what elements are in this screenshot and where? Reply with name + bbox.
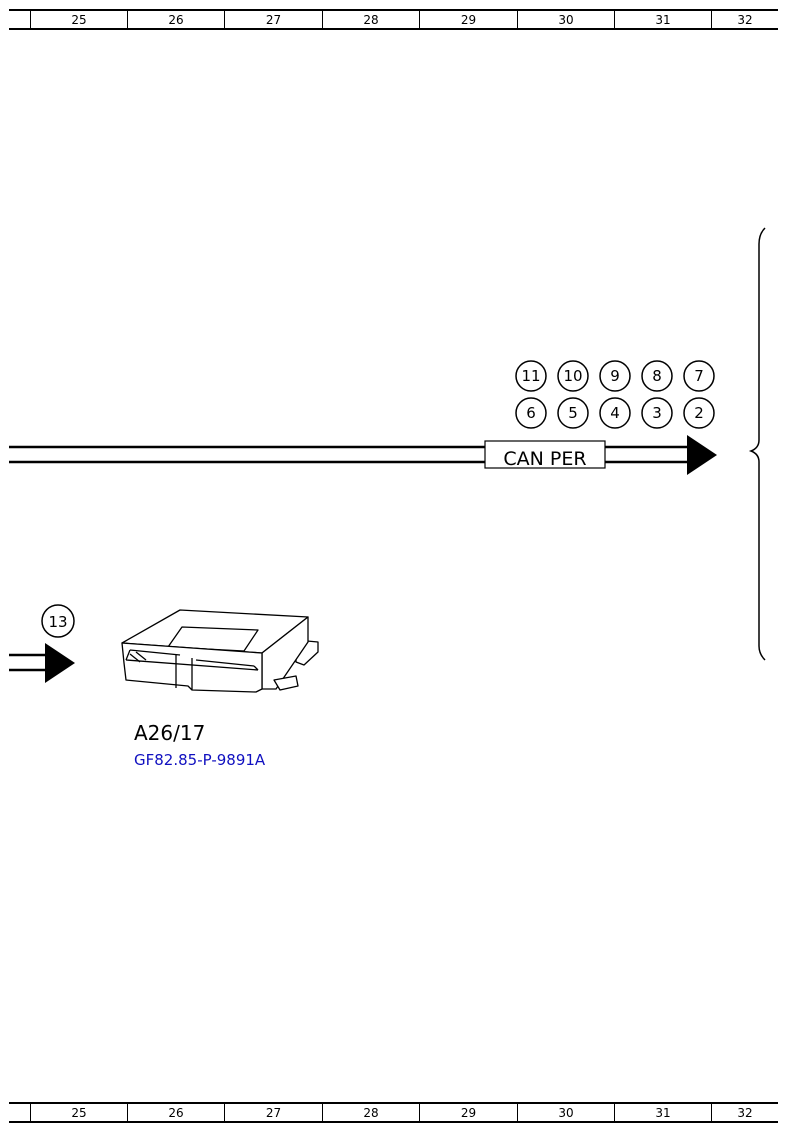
component-id-label: A26/17: [134, 721, 205, 745]
can-bus-label: CAN PER: [484, 440, 606, 470]
pin-circle: 5: [557, 397, 589, 429]
bus-arrow-icon: [687, 435, 717, 475]
ruler-cell: 29: [419, 11, 517, 28]
pin-circle: 8: [641, 360, 673, 392]
pin-number: 4: [610, 404, 620, 422]
pin-circle: 3: [641, 397, 673, 429]
pin-number: 7: [694, 367, 704, 385]
can-bus-line: [9, 435, 717, 475]
ruler-cell: 28: [322, 1104, 419, 1121]
pin-circle: 7: [683, 360, 715, 392]
ruler-cell: 27: [224, 1104, 322, 1121]
group-brace: [748, 227, 766, 661]
column-ruler-bottom: 25 26 27 28 29 30 31 32: [9, 1102, 778, 1123]
pin-number: 2: [694, 404, 704, 422]
pin-number: 9: [610, 367, 620, 385]
pin-circle: 9: [599, 360, 631, 392]
ruler-cell: 26: [127, 1104, 224, 1121]
pin-number: 3: [652, 404, 662, 422]
pin-number: 8: [652, 367, 662, 385]
pin-circle: 6: [515, 397, 547, 429]
ruler-cell: 32: [711, 11, 778, 28]
pin-circles-bottom: 6 5 4 3 2: [515, 397, 715, 429]
pin-number: 5: [568, 404, 578, 422]
pin-number: 11: [521, 367, 540, 385]
connector-arrow-icon: [45, 643, 75, 683]
ruler-cell: 26: [127, 11, 224, 28]
ruler-cell: 25: [30, 11, 127, 28]
ruler-cell: 27: [224, 11, 322, 28]
ruler-cell: 25: [30, 1104, 127, 1121]
ruler-cell: 32: [711, 1104, 778, 1121]
pin-circle: 2: [683, 397, 715, 429]
pin-circle: 11: [515, 360, 547, 392]
component-doc-link[interactable]: GF82.85-P-9891A: [134, 751, 266, 769]
can-bus-label-text: CAN PER: [503, 448, 586, 470]
connector-pin-number: 13: [48, 613, 67, 631]
ruler-cell: 31: [614, 1104, 711, 1121]
pin-circles-top: 11 10 9 8 7: [515, 360, 715, 392]
column-ruler-top: 25 26 27 28 29 30 31 32: [9, 9, 778, 30]
pin-number: 6: [526, 404, 536, 422]
control-unit-icon: [121, 609, 319, 693]
ruler-cell: 30: [517, 11, 614, 28]
ruler-cell: 31: [614, 11, 711, 28]
pin-circle: 4: [599, 397, 631, 429]
ruler-cell: 29: [419, 1104, 517, 1121]
pin-number: 10: [563, 367, 582, 385]
pin-circle: 10: [557, 360, 589, 392]
ruler-cell: 28: [322, 11, 419, 28]
connector-13: 13: [9, 604, 75, 683]
ruler-cell: 30: [517, 1104, 614, 1121]
